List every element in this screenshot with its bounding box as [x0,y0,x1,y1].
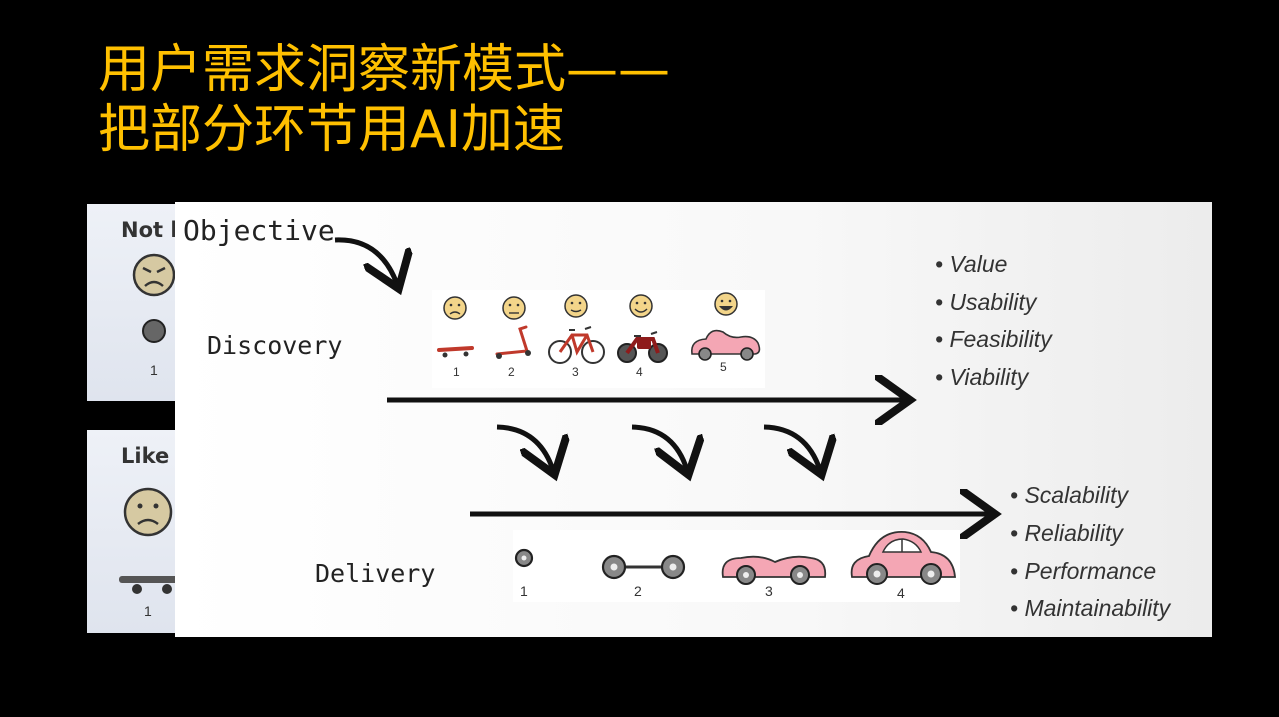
background-card-label: Like [121,444,170,468]
handoff-arrow-1 [496,424,553,470]
discovery-step-number: 3 [572,365,579,379]
criterion-value: • Value [935,251,1007,277]
criterion-scalability: • Scalability [1010,482,1129,508]
handoff-arrow-2 [631,424,687,470]
criterion-reliability: • Reliability [1010,520,1124,546]
slight-smile-face-icon [564,294,588,318]
handoff-arrow-3 [763,424,820,470]
discovery-step-number: 5 [720,360,727,374]
slide-title-line-1: 用户需求洞察新模式—— [98,40,671,100]
wheel-icon [514,548,534,568]
motorcycle-icon [617,331,668,363]
bicycle-icon [548,326,605,364]
car-icon [850,531,956,585]
discovery-label: Discovery [207,331,342,360]
axle-icon [601,554,686,580]
criterion-viability: • Viability [935,364,1030,390]
discovery-step-number: 4 [636,365,643,379]
criterion-maintainability: • Maintainability [1010,595,1172,621]
delivery-step-number: 4 [897,585,905,601]
discovery-delivery-diagram: Objective Discovery Delivery [175,202,1212,637]
discovery-criteria-list: • Value • Usability • Feasibility • Viab… [935,251,1053,390]
diagram-canvas: Objective Discovery Delivery [183,214,1172,621]
delivery-label: Delivery [315,559,435,588]
slide-title-line-2: 把部分环节用AI加速 [98,100,565,160]
wheel-icon [142,319,166,343]
smile-face-icon [629,294,653,318]
delivery-iterations-panel: 1 2 3 [513,530,960,602]
slide-title: 用户需求洞察新模式—— 把部分环节用AI加速 [98,40,670,160]
sad-face-icon [123,487,173,537]
delivery-step-number: 2 [634,583,642,599]
background-card-number: 1 [144,603,152,619]
unhappy-face-icon [443,296,467,320]
discovery-step-1: 1 [437,296,474,379]
neutral-face-icon [502,296,526,320]
background-card-drawing: 1 [132,253,176,378]
criterion-performance: • Performance [1010,558,1156,584]
delivery-step-number: 1 [520,583,528,599]
discovery-step-number: 2 [508,365,515,379]
delivery-step-number: 3 [765,583,773,599]
criterion-feasibility: • Feasibility [935,326,1053,352]
discovery-step-3: 3 [548,294,605,379]
delivery-step-4: 4 [850,531,956,601]
discovery-step-5: 5 [690,292,761,374]
scooter-icon [495,325,531,359]
car-body-icon [721,555,827,585]
background-card-label: Not li [121,218,185,242]
criterion-usability: • Usability [935,289,1038,315]
discovery-iterations-panel: 1 2 [432,290,765,388]
discovery-step-number: 1 [453,365,460,379]
objective-label: Objective [183,214,335,247]
delivery-step-2: 2 [601,554,686,599]
happy-face-icon [714,292,738,316]
car-icon [690,329,761,361]
delivery-step-1: 1 [514,548,534,599]
objective-arrow [334,237,397,284]
skateboard-icon [437,346,474,358]
discovery-step-2: 2 [495,296,531,379]
discovery-step-4: 4 [617,294,668,379]
delivery-step-3: 3 [721,555,827,599]
angry-face-icon [132,253,176,297]
background-card-number: 1 [150,362,158,378]
delivery-criteria-list: • Scalability • Reliability • Performanc… [1010,482,1172,621]
